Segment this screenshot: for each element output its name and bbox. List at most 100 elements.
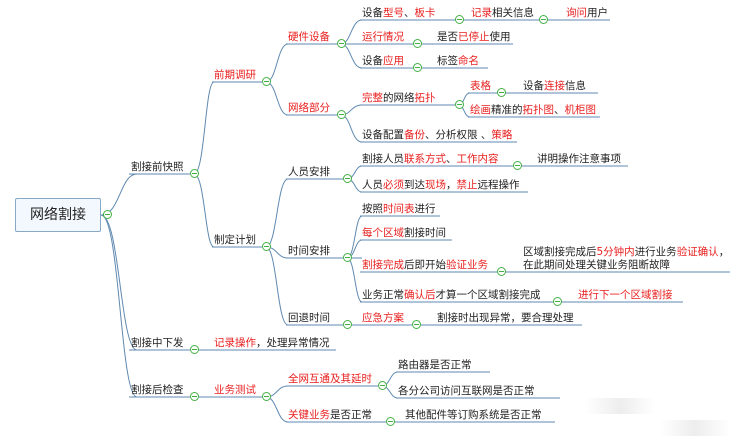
node-ask-user[interactable]: 询问用户 [566, 6, 608, 20]
text-plain: 区域割接完成后 [523, 246, 597, 258]
text-highlight: 策略 [491, 129, 513, 141]
collapse-toggle-icon[interactable] [262, 242, 271, 251]
node-stopped-use[interactable]: 是否已停止使用 [437, 30, 511, 44]
text-highlight: 时间表 [383, 203, 415, 215]
node-config-backup[interactable]: 设备配置备份、分析权限 、策略 [362, 128, 512, 142]
node-staff-contact[interactable]: 割接人员联系方式、工作内容 [362, 152, 499, 166]
collapse-toggle-icon[interactable] [497, 88, 506, 97]
collapse-toggle-icon[interactable] [497, 267, 506, 276]
node-label: 割接中下发 [131, 337, 184, 349]
node-connection-info[interactable]: 设备连接信息 [523, 79, 586, 93]
node-label: 前期调研 [214, 69, 256, 81]
text-plain: ， [718, 246, 730, 258]
node-during-cutover[interactable]: 割接中下发 [131, 336, 184, 350]
node-record-operations[interactable]: 记录操作，处理异常情况 [214, 336, 330, 350]
node-record-info[interactable]: 记录相关信息 [471, 6, 534, 20]
node-handle-exception[interactable]: 割接时出现异常，要合理处理 [437, 311, 574, 325]
node-area-cut-time[interactable]: 每个区域割接时间 [362, 226, 446, 240]
node-other-systems[interactable]: 其他配件等订购系统是否正常 [405, 408, 542, 422]
text-highlight: 确认后 [404, 289, 436, 301]
text-highlight: 板卡 [414, 7, 436, 19]
node-before-snapshot[interactable]: 割接前快照 [131, 160, 184, 174]
node-verify-detail[interactable]: 区域割接完成后5分钟内进行业务验证确认， 在此期间处理关键业务阻断故障 [523, 246, 729, 274]
note-line-1: 区域割接完成后5分钟内进行业务验证确认， [523, 246, 729, 259]
collapse-toggle-icon[interactable] [103, 210, 112, 219]
node-key-business[interactable]: 关键业务是否正常 [288, 408, 372, 422]
text-plain: 业务正常 [362, 289, 404, 301]
text-plain: ， [446, 179, 457, 191]
node-preliminary-research[interactable]: 前期调研 [214, 68, 256, 82]
node-label: 割接前快照 [131, 161, 184, 173]
collapse-toggle-icon[interactable] [343, 174, 352, 183]
collapse-toggle-icon[interactable] [262, 77, 271, 86]
node-model-boards[interactable]: 设备型号、板卡 [362, 6, 436, 20]
node-rollback-time[interactable]: 回退时间 [288, 311, 330, 325]
node-staff-plan[interactable]: 人员安排 [288, 165, 330, 179]
node-make-plan[interactable]: 制定计划 [214, 233, 256, 247]
text-plain: 设备 [523, 80, 544, 92]
node-confirm-complete[interactable]: 业务正常确认后才算一个区域割接完成 [362, 288, 541, 302]
text-plain: ，处理异常情况 [256, 337, 330, 349]
node-device-apps[interactable]: 设备应用 [362, 54, 404, 68]
collapse-toggle-icon[interactable] [262, 392, 271, 401]
collapse-toggle-icon[interactable] [190, 392, 199, 401]
node-label: 全网互通及其延时 [288, 373, 372, 385]
collapse-toggle-icon[interactable] [513, 161, 522, 170]
text-highlight: 记录操作 [214, 337, 256, 349]
text-plain: 进行业务 [634, 246, 677, 258]
text-highlight: 机柜图 [564, 104, 597, 116]
text-highlight: 5分钟内 [596, 246, 635, 258]
node-follow-schedule[interactable]: 按照时间表进行 [362, 202, 436, 216]
collapse-toggle-icon[interactable] [190, 345, 199, 354]
collapse-toggle-icon[interactable] [337, 110, 346, 119]
node-full-topology[interactable]: 完整的网络拓扑 [362, 91, 436, 105]
collapse-toggle-icon[interactable] [190, 169, 199, 178]
node-draw-topology[interactable]: 绘画精准的拓扑图、机柜图 [470, 103, 596, 117]
node-business-test[interactable]: 业务测试 [214, 383, 256, 397]
text-highlight: 命名 [458, 55, 479, 67]
collapse-toggle-icon[interactable] [455, 15, 464, 24]
text-plain: 精准的 [491, 104, 523, 116]
text-plain: 割接时间 [404, 227, 446, 239]
node-label-naming[interactable]: 标签命名 [437, 54, 479, 68]
node-verify-after-cut[interactable]: 割接完成后即开始验证业务 [362, 258, 488, 272]
node-after-check[interactable]: 割接后检查 [131, 383, 184, 397]
node-router-normal[interactable]: 路由器是否正常 [398, 358, 472, 372]
node-time-plan[interactable]: 时间安排 [288, 244, 330, 258]
collapse-toggle-icon[interactable] [413, 39, 422, 48]
collapse-toggle-icon[interactable] [337, 39, 346, 48]
node-branch-internet[interactable]: 各分公司访问互联网是否正常 [398, 384, 535, 398]
text-plain: 按照 [362, 203, 383, 215]
node-network-part[interactable]: 网络部分 [288, 101, 330, 115]
node-running-status[interactable]: 运行情况 [362, 30, 404, 44]
node-label: 表格 [470, 80, 491, 92]
node-emergency-plan[interactable]: 应急方案 [362, 311, 404, 325]
collapse-toggle-icon[interactable] [386, 417, 395, 426]
node-table[interactable]: 表格 [470, 79, 491, 93]
node-must-onsite[interactable]: 人员必须到达现场，禁止远程操作 [362, 178, 520, 192]
collapse-toggle-icon[interactable] [378, 381, 387, 390]
text-plain: 进行 [414, 203, 436, 215]
node-explain-notes[interactable]: 讲明操作注意事项 [537, 152, 621, 166]
text-plain: 、 [554, 104, 565, 116]
text-highlight: 每个区域 [362, 227, 404, 239]
text-highlight: 验证业务 [446, 259, 488, 271]
collapse-toggle-icon[interactable] [343, 320, 352, 329]
node-interconnect-latency[interactable]: 全网互通及其延时 [288, 372, 372, 386]
collapse-toggle-icon[interactable] [412, 320, 421, 329]
node-label: 人员安排 [288, 166, 330, 178]
collapse-toggle-icon[interactable] [553, 297, 562, 306]
collapse-toggle-icon[interactable] [413, 63, 422, 72]
node-next-area[interactable]: 进行下一个区域割接 [578, 288, 673, 302]
text-highlight: 禁止 [456, 179, 478, 191]
node-hardware[interactable]: 硬件设备 [288, 30, 330, 44]
text-plain: 是否正常 [330, 409, 372, 421]
text-highlight: 型号 [383, 7, 404, 19]
text-plain: 后即开始 [404, 259, 446, 271]
collapse-toggle-icon[interactable] [343, 253, 352, 262]
collapse-toggle-icon[interactable] [455, 100, 464, 109]
text-plain: 到达 [404, 179, 425, 191]
collapse-toggle-icon[interactable] [539, 15, 548, 24]
root-node[interactable]: 网络割接 [15, 198, 101, 232]
node-label: 网络部分 [288, 102, 330, 114]
